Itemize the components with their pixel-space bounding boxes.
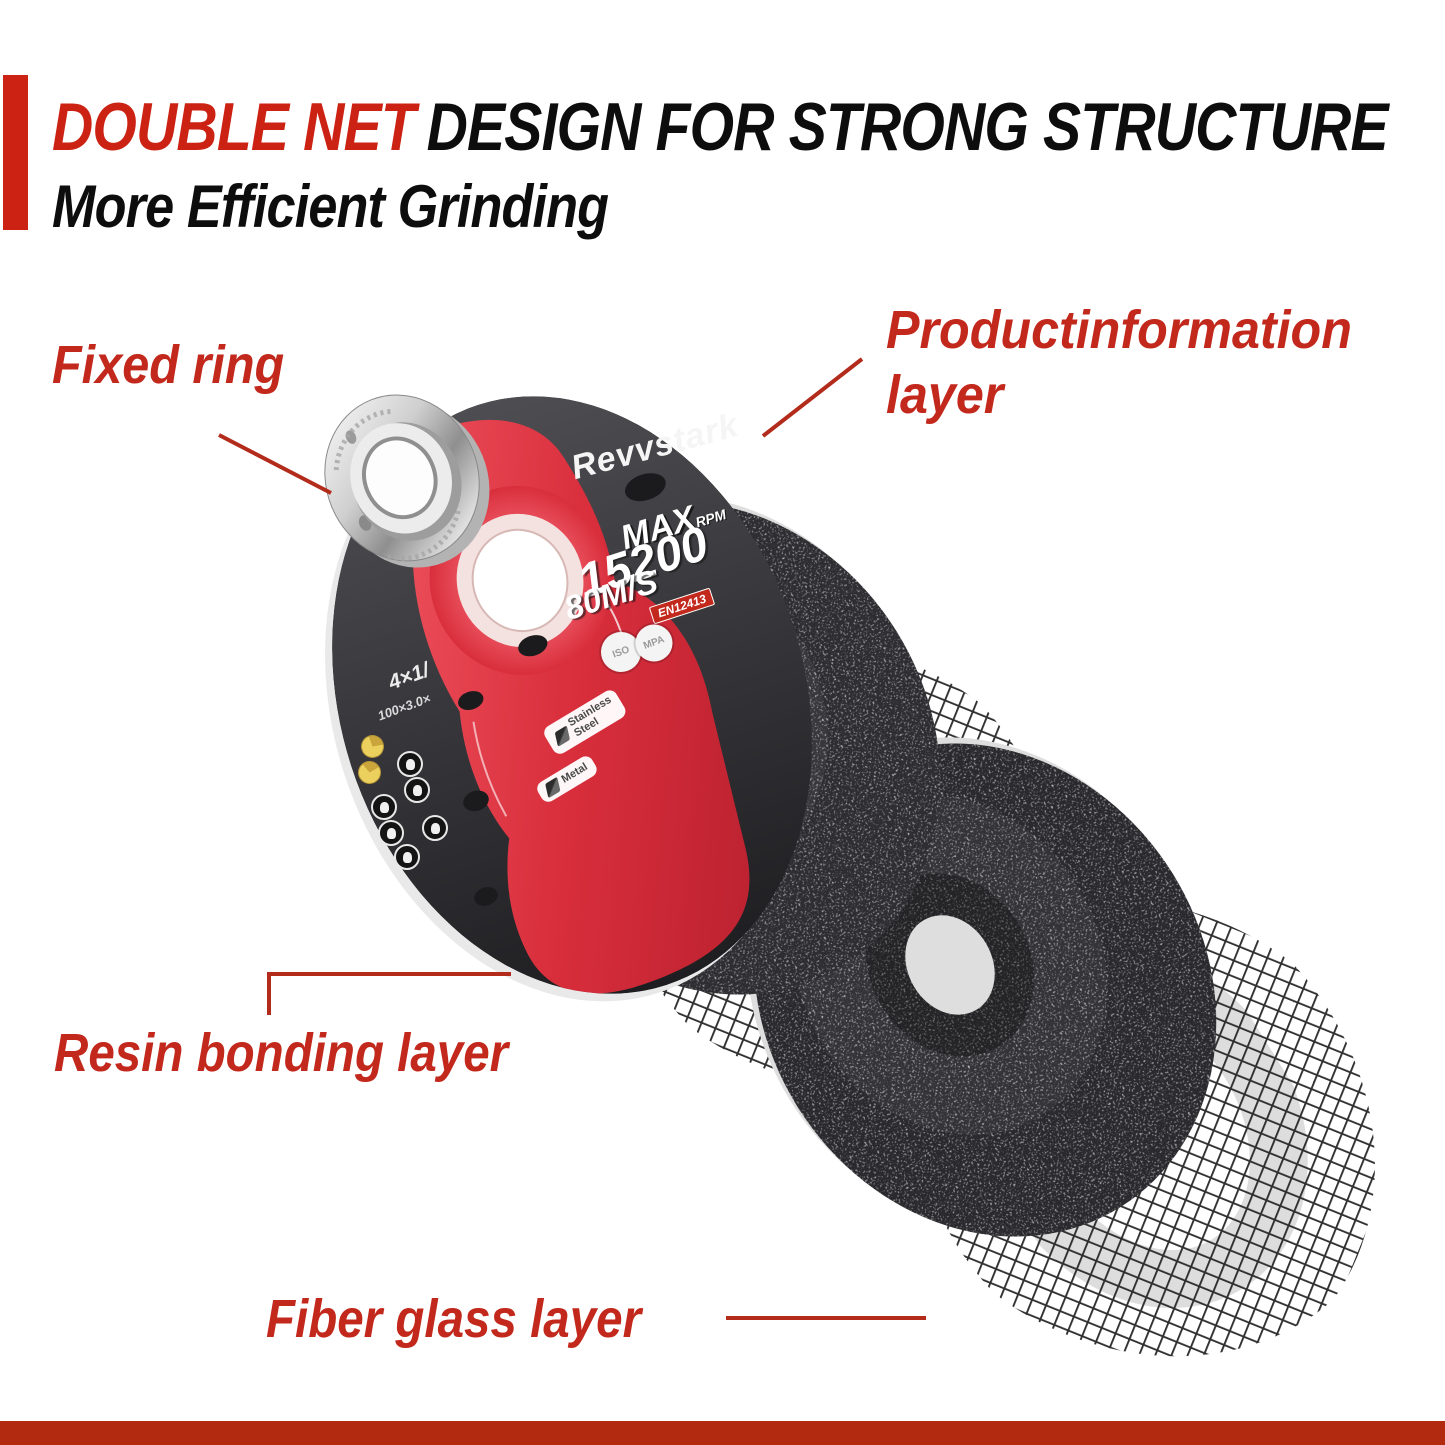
page-title-highlight: DOUBLE NET <box>52 89 416 165</box>
stainless-steel-icon <box>554 724 570 747</box>
iso-cert-text: ISO <box>611 643 631 661</box>
safety-pictogram-3 <box>371 794 397 820</box>
screw-hole <box>518 635 548 657</box>
safety-pictogram-2 <box>404 777 430 803</box>
screw-hole <box>474 887 498 906</box>
center-hole <box>471 528 569 633</box>
bottom-accent-bar <box>0 1421 1445 1445</box>
safety-pictogram-6 <box>422 815 448 841</box>
safety-pictogram-5 <box>394 844 420 870</box>
resin-callout-line <box>267 972 511 1015</box>
header-accent-bar <box>3 75 28 230</box>
product-info-label: Productinformation layer <box>886 298 1352 428</box>
page-subtitle: More Efficient Grinding <box>52 173 609 240</box>
pictogram-glyph <box>412 784 422 796</box>
screw-hole <box>463 790 489 812</box>
pictogram-glyph <box>405 758 415 770</box>
pictogram-glyph <box>379 801 389 813</box>
screw-hole <box>458 691 484 711</box>
mpa-cert-text: MPA <box>642 634 666 652</box>
product-info-callout-line <box>761 357 864 438</box>
pictogram-glyph <box>402 851 412 863</box>
fixed-ring-label: Fixed ring <box>52 335 285 395</box>
fixed-ring-callout-line <box>218 433 332 495</box>
pictogram-glyph <box>386 827 396 839</box>
page-title-rest: DESIGN FOR STRONG STRUCTURE <box>426 89 1389 165</box>
product-info-label-line2: layer <box>886 364 1004 425</box>
metal-icon <box>545 776 561 799</box>
product-info-label-line1: Productinformation <box>886 300 1352 360</box>
pictogram-glyph <box>430 822 440 834</box>
fixed-ring <box>324 394 490 568</box>
resin-layer-label: Resin bonding layer <box>54 1023 509 1083</box>
safety-pictogram-1 <box>397 751 423 777</box>
fiber-layer-label: Fiber glass layer <box>266 1289 642 1349</box>
safety-pictogram-4 <box>378 820 404 846</box>
